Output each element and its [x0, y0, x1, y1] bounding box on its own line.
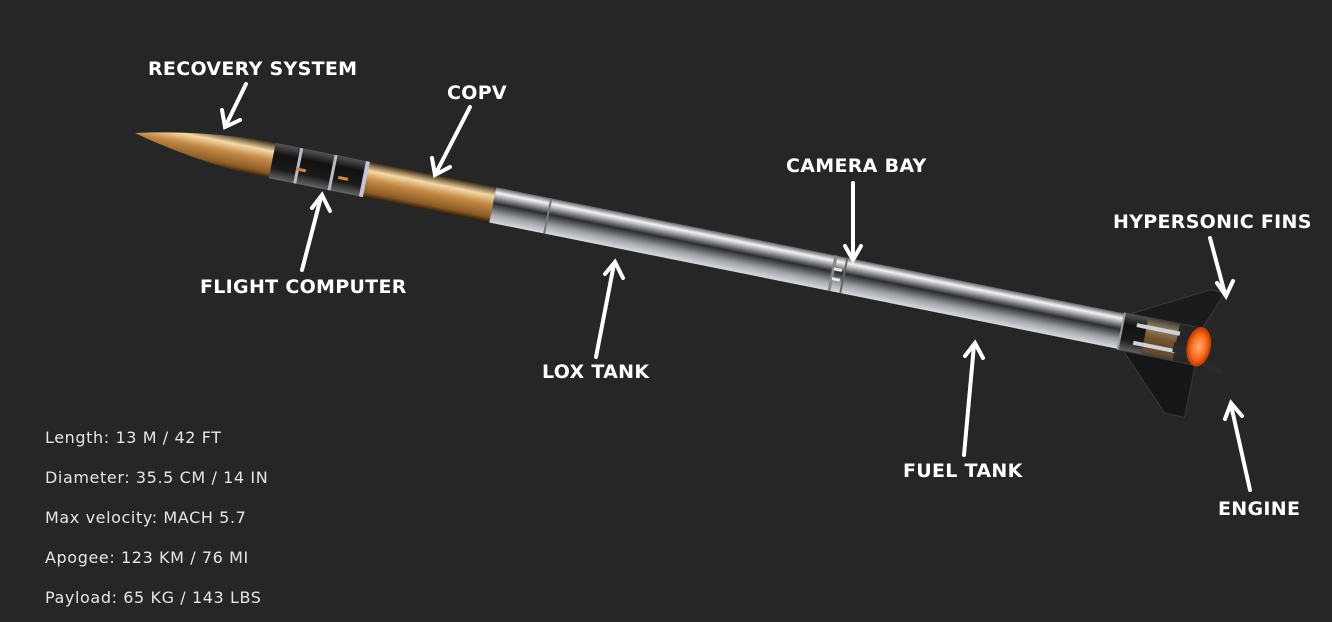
nose-cone [135, 132, 276, 179]
label-hypersonic-fins: HYPERSONIC FINS [1113, 211, 1312, 233]
label-copv: COPV [447, 82, 507, 104]
label-recovery-system: RECOVERY SYSTEM [148, 58, 358, 80]
arrow-camera-bay [843, 181, 863, 265]
arrow-recovery-system [220, 82, 248, 130]
arrow-copv [430, 105, 472, 179]
spec-diameter: Diameter: 35.5 CM / 14 IN [45, 468, 269, 487]
fin-lower [1122, 350, 1196, 418]
arrow-hypersonic-fins [1208, 236, 1235, 301]
avionics-band [268, 142, 369, 197]
label-camera-bay: CAMERA BAY [786, 155, 927, 177]
label-lox-tank: LOX TANK [542, 361, 650, 383]
label-engine: ENGINE [1218, 498, 1301, 520]
rocket [135, 132, 1226, 418]
engine-nozzle [1186, 326, 1212, 367]
arrow-engine [1223, 399, 1252, 492]
arrow-fuel-tank [962, 339, 985, 457]
camera-window [833, 267, 843, 272]
callout-arrows [220, 82, 1252, 492]
tank-section [489, 187, 1134, 351]
spec-payload: Payload: 65 KG / 143 LBS [45, 588, 262, 607]
spec-max-velocity: Max velocity: MACH 5.7 [45, 508, 247, 527]
spec-length: Length: 13 M / 42 FT [45, 428, 222, 447]
spec-apogee: Apogee: 123 KM / 76 MI [45, 548, 249, 567]
arrow-flight-computer [300, 191, 332, 272]
label-fuel-tank: FUEL TANK [903, 460, 1023, 482]
arrow-lox-tank [594, 258, 625, 359]
label-flight-computer: FLIGHT COMPUTER [200, 276, 407, 298]
